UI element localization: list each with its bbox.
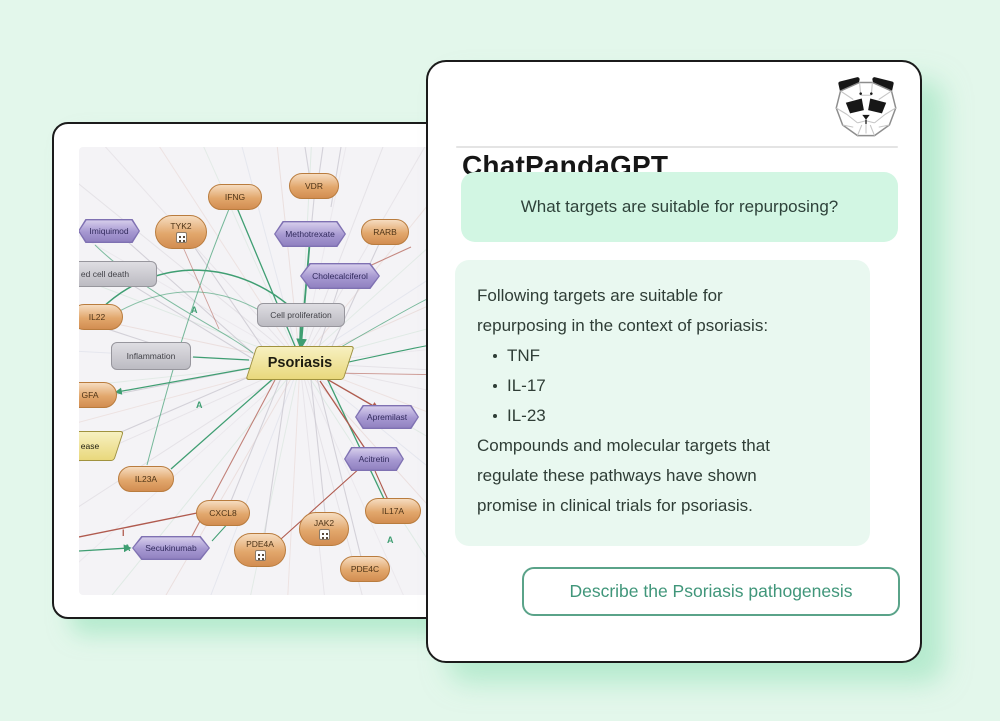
bullet-icon — [493, 384, 497, 388]
bot-outro-line: promise in clinical trials for psoriasis… — [477, 496, 753, 515]
user-message-bubble: What targets are suitable for repurposin… — [461, 172, 898, 242]
node-cxcl8[interactable]: CXCL8 — [196, 500, 250, 526]
node-pde4c[interactable]: PDE4C — [340, 556, 390, 582]
bot-intro-line: repurposing in the context of psoriasis: — [477, 316, 769, 335]
drug-target-badge-icon — [175, 232, 187, 243]
bot-outro-line: regulate these pathways have shown — [477, 466, 757, 485]
edge-label: A — [124, 543, 131, 553]
bot-outro-line: Compounds and molecular targets that — [477, 436, 770, 455]
node-acitretin[interactable]: Acitretin — [344, 447, 404, 471]
panda-logo-icon — [835, 77, 897, 137]
pathway-diagram: A A A I A A IFNG VDR TYK2 RARB IL22 GFA … — [79, 147, 454, 595]
network-card: A A A I A A IFNG VDR TYK2 RARB IL22 GFA … — [52, 122, 472, 619]
user-message-text: What targets are suitable for repurposin… — [520, 197, 839, 216]
node-jak2[interactable]: JAK2 — [299, 512, 349, 546]
node-il22[interactable]: IL22 — [79, 304, 123, 330]
node-il17a[interactable]: IL17A — [365, 498, 421, 524]
node-rarb[interactable]: RARB — [361, 219, 409, 245]
node-tyk2[interactable]: TYK2 — [155, 215, 207, 249]
bullet-text: IL-23 — [507, 406, 546, 425]
node-vdr[interactable]: VDR — [289, 173, 339, 199]
bullet-icon — [493, 354, 497, 358]
bot-message-bubble: Following targets are suitable for repur… — [455, 260, 870, 546]
node-inflammation[interactable]: Inflammation — [111, 342, 191, 370]
node-cell-proliferation[interactable]: Cell proliferation — [257, 303, 345, 327]
edge-label: A — [191, 305, 198, 315]
node-cholecalciferol[interactable]: Cholecalciferol — [300, 263, 380, 289]
node-ifng[interactable]: IFNG — [208, 184, 262, 210]
node-methotrexate[interactable]: Methotrexate — [274, 221, 346, 247]
bot-intro-line: Following targets are suitable for — [477, 286, 723, 305]
node-il23a[interactable]: IL23A — [118, 466, 174, 492]
drug-target-badge-icon — [254, 550, 266, 561]
node-secukinumab[interactable]: Secukinumab — [132, 536, 210, 560]
chat-panel: ChatPandaGPT What targets are suitable f… — [426, 60, 922, 663]
bullet-icon — [493, 414, 497, 418]
drug-target-badge-icon — [318, 529, 330, 540]
node-programmed-cell-death[interactable]: ed cell death — [79, 261, 157, 287]
bullet-item: TNF — [477, 341, 870, 371]
edge-label: A — [196, 400, 203, 410]
edge-label: I — [122, 528, 125, 538]
node-apremilast[interactable]: Apremilast — [355, 405, 419, 429]
bullet-item: IL-17 — [477, 371, 870, 401]
header-divider — [456, 146, 898, 148]
node-psoriasis[interactable]: Psoriasis — [251, 346, 349, 380]
bullet-text: IL-17 — [507, 376, 546, 395]
bullet-item: IL-23 — [477, 401, 870, 431]
node-imiquimod[interactable]: Imiquimod — [79, 219, 140, 243]
node-vegfa[interactable]: GFA — [79, 382, 117, 408]
bullet-text: TNF — [507, 346, 541, 365]
edge-label: A — [387, 535, 394, 545]
node-pde4a[interactable]: PDE4A — [234, 533, 286, 567]
node-disease-partial[interactable]: ease — [79, 431, 119, 461]
suggestion-button[interactable]: Describe the Psoriasis pathogenesis — [522, 567, 900, 616]
